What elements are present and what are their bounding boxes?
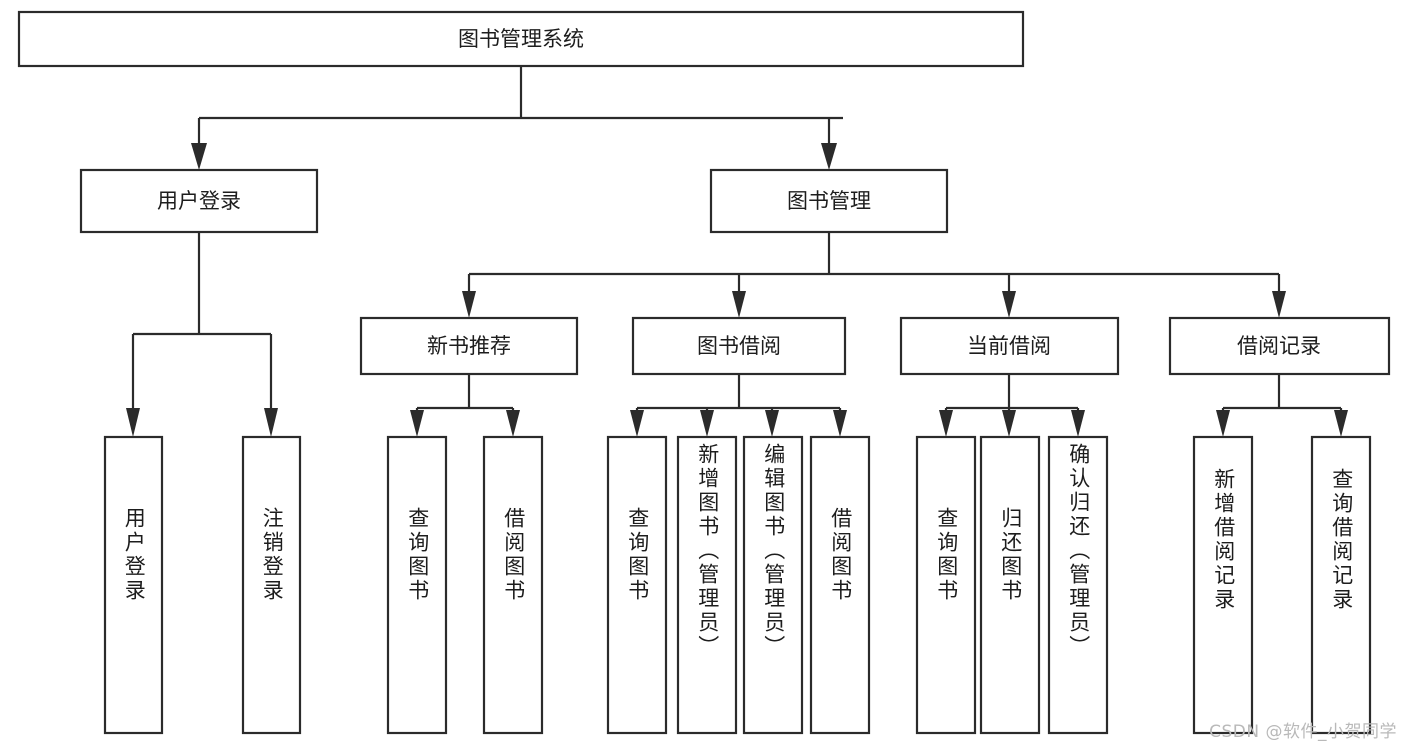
arrow-to-leaf-user-login xyxy=(126,408,140,437)
arrow-to-user-login xyxy=(191,143,207,170)
leaf-box-query-borrow-record[interactable] xyxy=(1310,435,1372,735)
node-root-box[interactable] xyxy=(17,10,1025,68)
node-user-login[interactable]: 用户登录 xyxy=(79,168,319,234)
node-new-book-recommend-box[interactable] xyxy=(359,316,579,376)
connectors-borrow-record-to-leaves xyxy=(1216,374,1348,437)
arrow-to-leaf-logout xyxy=(264,408,278,437)
node-book-management-label: 图书管理 xyxy=(787,189,871,213)
node-new-book-recommend[interactable]: 新书推荐 xyxy=(359,316,579,376)
arrow-br-leaf1 xyxy=(1216,410,1230,437)
leaf-box-borrow-book-bb[interactable] xyxy=(809,435,871,735)
node-user-login-box[interactable] xyxy=(79,168,319,234)
arrow-to-book-mgmt xyxy=(821,143,837,170)
node-user-login-label: 用户登录 xyxy=(157,189,241,213)
node-borrow-record-label: 借阅记录 xyxy=(1237,334,1321,358)
node-new-book-recommend-label: 新书推荐 xyxy=(427,334,511,358)
arrow-bb-leaf3 xyxy=(765,410,779,437)
watermark-text: CSDN @软件_小贺同学 xyxy=(1209,722,1397,742)
arrow-cb-leaf1 xyxy=(939,410,953,437)
node-book-borrow[interactable]: 图书借阅 xyxy=(631,316,847,376)
leaf-box-logout[interactable] xyxy=(241,435,302,735)
arrow-bb-leaf2 xyxy=(700,410,714,437)
leaf-box-confirm-return-admin[interactable] xyxy=(1047,435,1109,735)
node-root-label: 图书管理系统 xyxy=(458,27,584,51)
node-current-borrow-box[interactable] xyxy=(899,316,1120,376)
node-book-borrow-box[interactable] xyxy=(631,316,847,376)
leaf-box-query-book-nbr[interactable] xyxy=(386,435,448,735)
node-borrow-record[interactable]: 借阅记录 xyxy=(1168,316,1391,376)
leaf-box-add-book-admin[interactable] xyxy=(676,435,738,735)
node-book-management-box[interactable] xyxy=(709,168,949,234)
node-book-management[interactable]: 图书管理 xyxy=(709,168,949,234)
arrow-nbr-leaf2 xyxy=(506,410,520,437)
leaf-box-query-book-bb[interactable] xyxy=(606,435,668,735)
connectors-book-mgmt-to-level2 xyxy=(462,232,1286,318)
arrow-bb-leaf4 xyxy=(833,410,847,437)
connectors-book-borrow-to-leaves xyxy=(630,374,847,437)
leaf-box-edit-book-admin[interactable] xyxy=(742,435,804,735)
connectors-root-to-level1 xyxy=(191,66,843,170)
connectors-new-book-rec-to-leaves xyxy=(410,374,520,437)
leaf-box-query-book-cb[interactable] xyxy=(915,435,977,735)
leaf-box-return-book[interactable] xyxy=(979,435,1041,735)
leaf-box-borrow-book-nbr[interactable] xyxy=(482,435,544,735)
arrow-nbr-leaf1 xyxy=(410,410,424,437)
connectors-user-login-to-leaves xyxy=(126,232,278,437)
connectors-current-borrow-to-leaves xyxy=(939,374,1085,437)
arrow-to-borrow-record xyxy=(1272,291,1286,318)
leaf-box-add-borrow-record[interactable] xyxy=(1192,435,1254,735)
node-current-borrow[interactable]: 当前借阅 xyxy=(899,316,1120,376)
arrow-cb-leaf3 xyxy=(1071,410,1085,437)
node-book-borrow-label: 图书借阅 xyxy=(697,334,781,358)
node-borrow-record-box[interactable] xyxy=(1168,316,1391,376)
arrow-bb-leaf1 xyxy=(630,410,644,437)
arrow-br-leaf2 xyxy=(1334,410,1348,437)
node-current-borrow-label: 当前借阅 xyxy=(967,334,1051,358)
node-root[interactable]: 图书管理系统 xyxy=(17,10,1025,68)
leaf-box-user-login[interactable] xyxy=(103,435,164,735)
arrow-to-book-borrow xyxy=(732,291,746,318)
arrow-to-current-borrow xyxy=(1002,291,1016,318)
arrow-to-new-book-rec xyxy=(462,291,476,318)
arrow-cb-leaf2 xyxy=(1002,410,1016,437)
